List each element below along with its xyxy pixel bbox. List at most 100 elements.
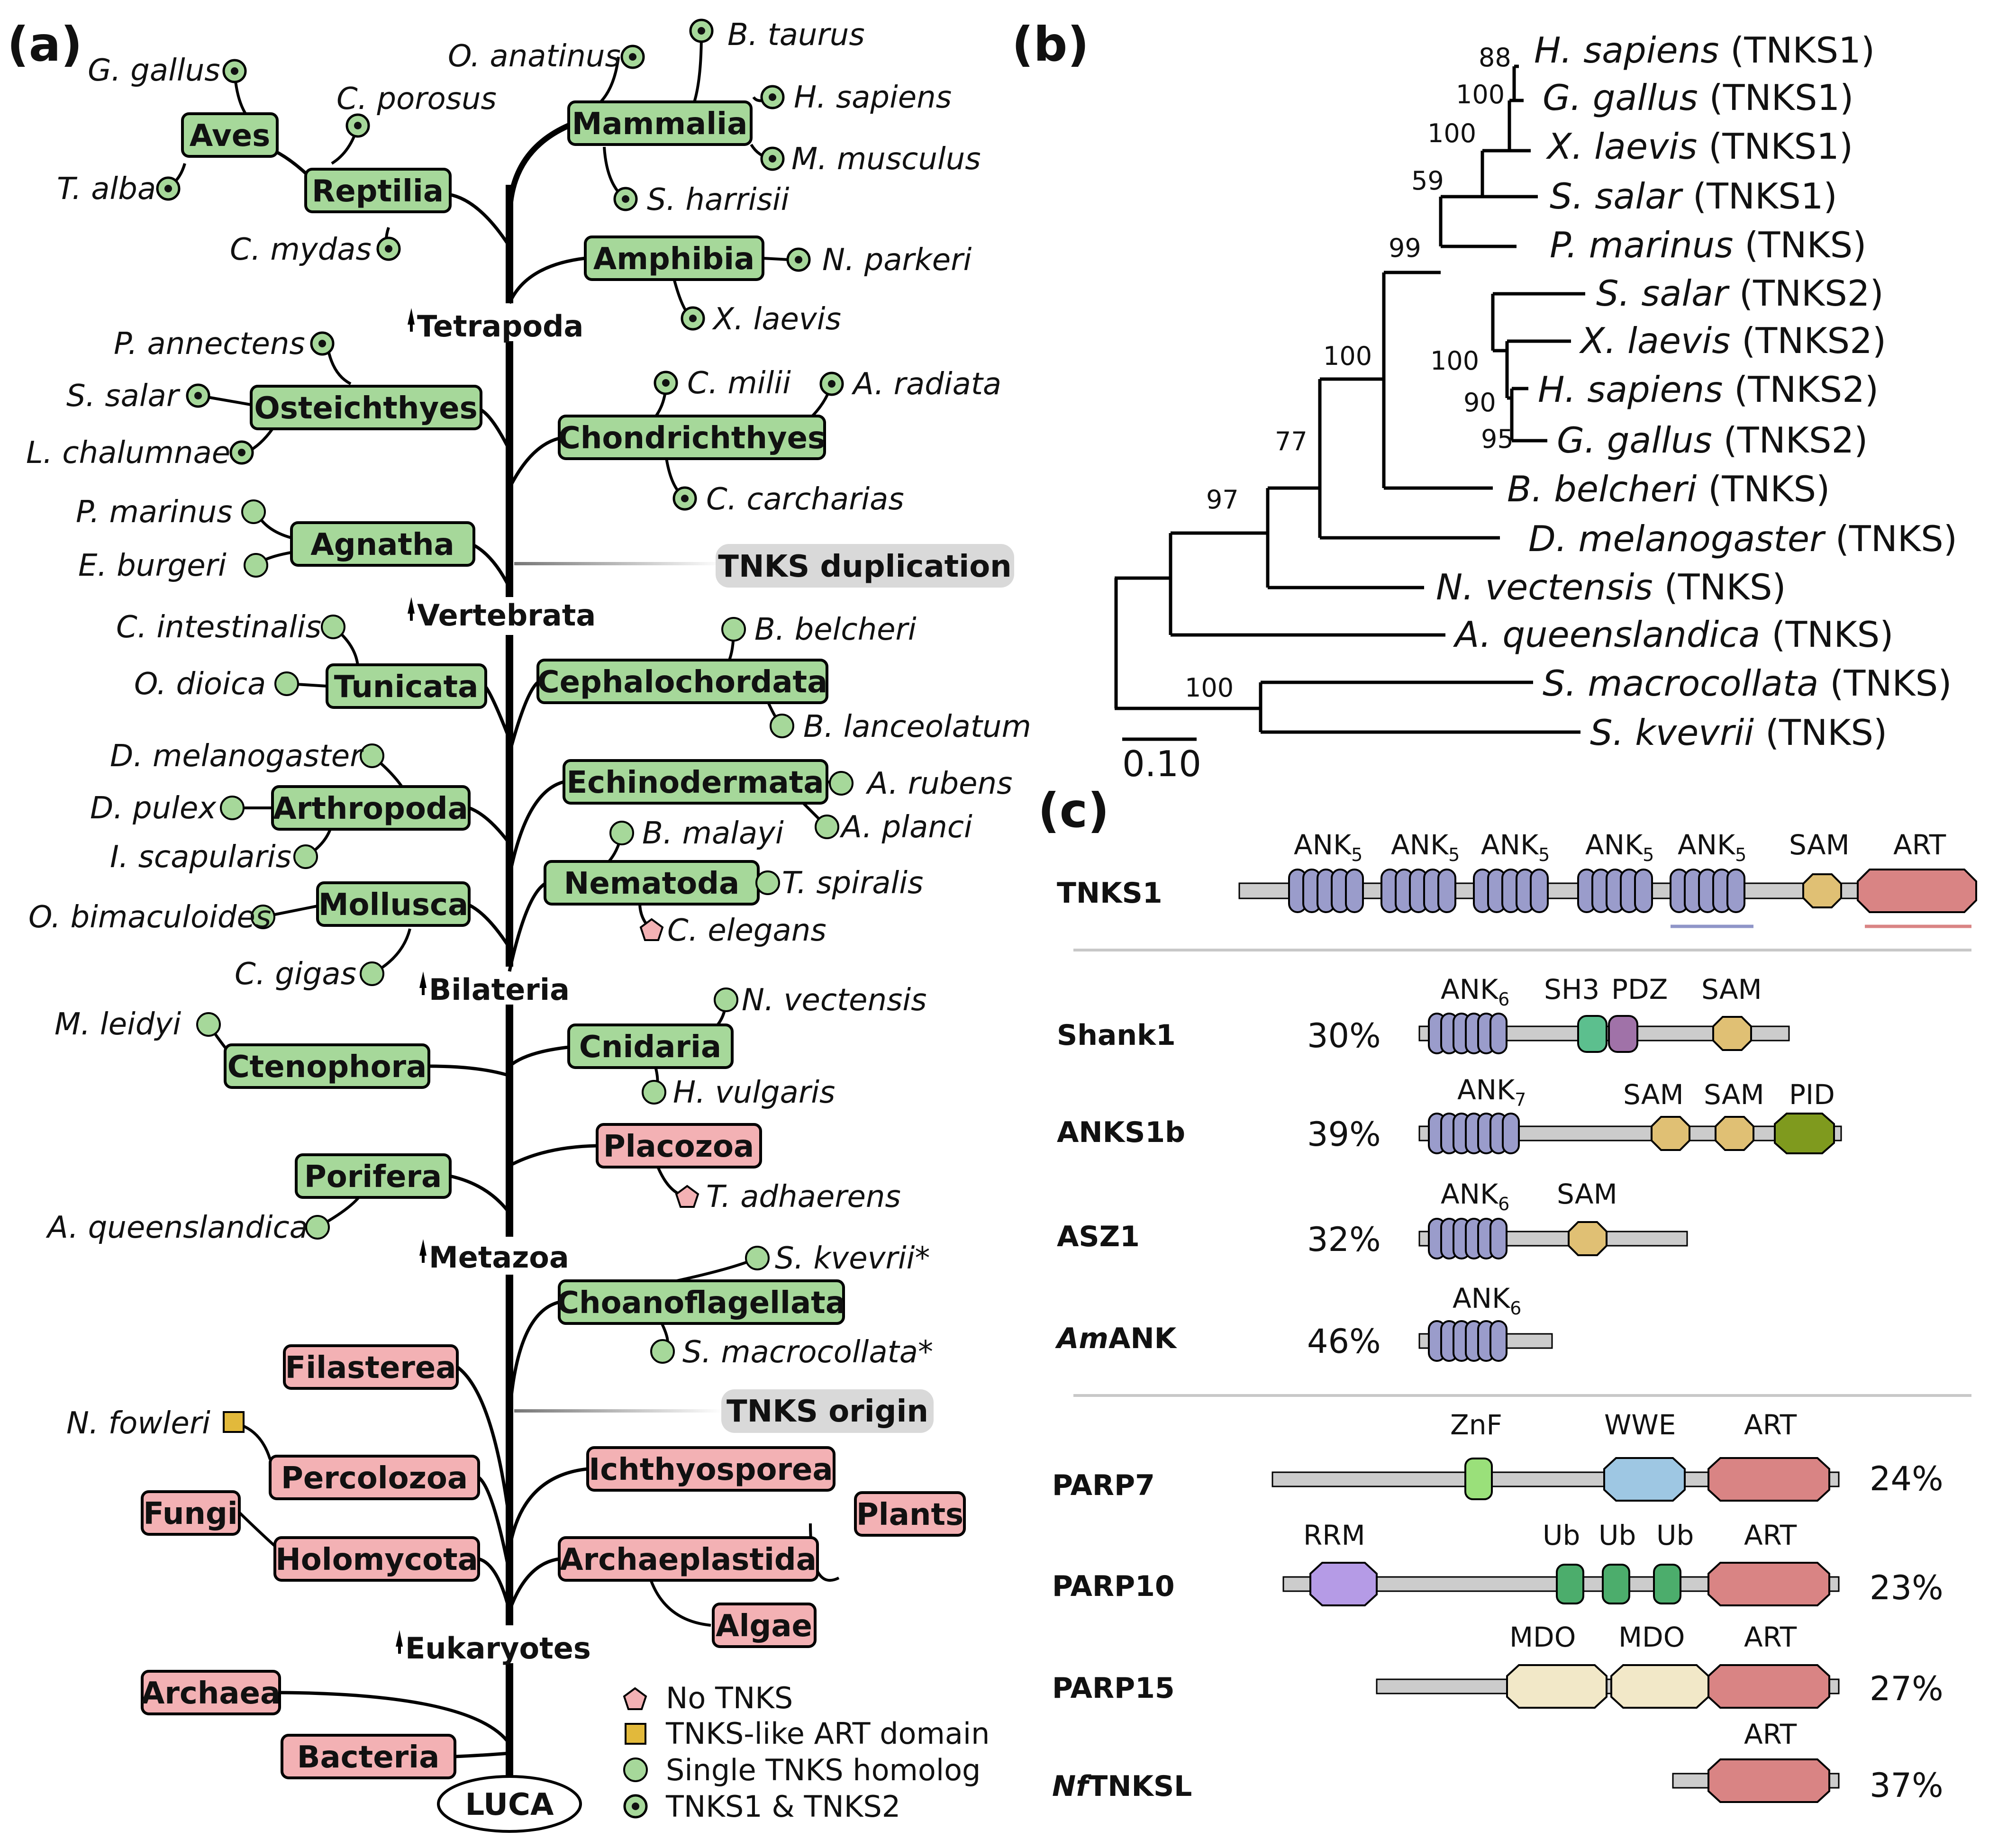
svg-text:Bacteria: Bacteria xyxy=(297,1740,440,1775)
svg-text:PARP7: PARP7 xyxy=(1052,1469,1155,1502)
svg-text:A. queenslandica (TNKS): A. queenslandica (TNKS) xyxy=(1453,614,1893,655)
bootstrap-values: 88 100 100 59 99 100 90 95 100 77 97 100… xyxy=(1122,43,1514,785)
taxon-chondrichthyes xyxy=(558,415,826,460)
svg-text:G. gallus (TNKS1): G. gallus (TNKS1) xyxy=(1543,77,1853,118)
svg-text:100: 100 xyxy=(1430,346,1479,376)
taxon-porifera xyxy=(295,1153,452,1199)
svg-text:SAM: SAM xyxy=(1623,1078,1684,1111)
taxon-algae xyxy=(712,1603,817,1648)
svg-text:Tunicata: Tunicata xyxy=(334,670,479,705)
svg-text:100: 100 xyxy=(1456,80,1505,109)
svg-text:SAM: SAM xyxy=(1789,829,1850,861)
annotation-duplication: TNKS duplication xyxy=(716,544,1014,588)
annotation-origin: TNKS origin xyxy=(721,1389,934,1433)
svg-text:D. pulex: D. pulex xyxy=(90,791,217,826)
svg-text:77: 77 xyxy=(1275,426,1308,456)
svg-text:ZnF: ZnF xyxy=(1450,1409,1502,1441)
svg-text:C. milii: C. milii xyxy=(687,366,791,401)
scale-label: 0.10 xyxy=(1122,743,1201,785)
event-metazoa: Metazoa xyxy=(429,1240,569,1275)
svg-text:O. bimaculoides: O. bimaculoides xyxy=(28,900,271,935)
taxon-filasterea xyxy=(283,1344,459,1390)
svg-text:S. kvevrii (TNKS): S. kvevrii (TNKS) xyxy=(1590,712,1887,753)
svg-text:SAM: SAM xyxy=(1557,1178,1617,1210)
svg-text:C. carcharias: C. carcharias xyxy=(706,482,904,517)
tip-labels: H. sapiens (TNKS1) G. gallus (TNKS1) X. … xyxy=(1436,29,1957,753)
svg-text:37%: 37% xyxy=(1870,1766,1944,1805)
svg-text:B. belcheri (TNKS): B. belcheri (TNKS) xyxy=(1507,468,1830,510)
taxon-plants xyxy=(854,1491,966,1537)
svg-text:RRM: RRM xyxy=(1303,1519,1365,1551)
svg-text:ANK6: ANK6 xyxy=(1453,1282,1521,1319)
svg-text:PID: PID xyxy=(1789,1078,1835,1111)
panel-a: (a) xyxy=(7,17,1031,1833)
svg-text:Ub: Ub xyxy=(1543,1519,1580,1551)
svg-text:Archaeplastida: Archaeplastida xyxy=(560,1542,817,1577)
svg-text:N. parkeri: N. parkeri xyxy=(822,243,972,278)
svg-text:Percolozoa: Percolozoa xyxy=(281,1461,468,1496)
svg-text:T. alba: T. alba xyxy=(57,172,156,207)
svg-text:H. sapiens (TNKS2): H. sapiens (TNKS2) xyxy=(1538,369,1879,410)
markers-no-tnks xyxy=(639,918,699,1208)
svg-text:TNKS1 & TNKS2: TNKS1 & TNKS2 xyxy=(665,1789,900,1824)
svg-text:Choanoflagellata: Choanoflagellata xyxy=(557,1286,846,1321)
svg-text:C. gigas: C. gigas xyxy=(235,957,356,992)
svg-text:ANK6: ANK6 xyxy=(1441,973,1509,1010)
svg-text:G. gallus: G. gallus xyxy=(88,53,220,88)
svg-text:B. lanceolatum: B. lanceolatum xyxy=(803,709,1031,744)
svg-text:X. laevis: X. laevis xyxy=(712,302,841,337)
trunk xyxy=(506,123,570,1779)
panel-b-label: (b) xyxy=(1012,17,1089,72)
event-vertebrata: Vertebrata xyxy=(417,598,596,633)
svg-text:39%: 39% xyxy=(1307,1115,1381,1154)
svg-text:100: 100 xyxy=(1427,118,1476,148)
svg-text:I. scapularis: I. scapularis xyxy=(110,840,291,875)
svg-text:ANK5: ANK5 xyxy=(1481,829,1550,865)
svg-text:MDO: MDO xyxy=(1618,1621,1685,1653)
legend-art-icon xyxy=(625,1723,646,1745)
svg-text:PARP15: PARP15 xyxy=(1052,1672,1175,1705)
svg-text:B. taurus: B. taurus xyxy=(727,18,865,53)
svg-text:S. kvevrii*: S. kvevrii* xyxy=(775,1241,930,1276)
svg-text:ANK5: ANK5 xyxy=(1585,829,1654,865)
svg-text:B. malayi: B. malayi xyxy=(642,816,784,851)
taxon-ctenophora xyxy=(224,1043,430,1089)
svg-text:ART: ART xyxy=(1744,1519,1797,1551)
svg-text:ART: ART xyxy=(1744,1718,1797,1750)
svg-text:E. burgeri: E. burgeri xyxy=(78,548,227,583)
svg-text:Single TNKS homolog: Single TNKS homolog xyxy=(666,1753,981,1787)
svg-text:ART: ART xyxy=(1744,1621,1797,1653)
identity-percents: 30% 39% 32% 46% 24% 23% 27% 37% xyxy=(1307,1016,1944,1805)
svg-text:Ctenophora: Ctenophora xyxy=(227,1050,427,1085)
events: Tetrapoda Vertebrata Bilateria Metazoa E… xyxy=(396,308,596,1666)
svg-text:88: 88 xyxy=(1479,43,1511,72)
svg-text:C. porosus: C. porosus xyxy=(336,82,497,117)
svg-text:A. radiata: A. radiata xyxy=(851,367,1001,402)
taxon-tunicata xyxy=(326,663,487,709)
svg-text:H. sapiens: H. sapiens xyxy=(794,80,952,115)
phylogram xyxy=(1114,64,1585,741)
marker-tnks-like-art xyxy=(223,1411,245,1433)
svg-text:97: 97 xyxy=(1206,485,1239,515)
svg-text:SAM: SAM xyxy=(1701,973,1762,1006)
svg-text:TNKS duplication: TNKS duplication xyxy=(718,549,1011,584)
taxon-placozoa xyxy=(596,1123,762,1169)
svg-text:NfTNKSL: NfTNKSL xyxy=(1052,1770,1192,1803)
taxon-mammalia xyxy=(567,100,753,146)
svg-text:S. harrisii: S. harrisii xyxy=(647,182,790,217)
event-eukaryotes: Eukaryotes xyxy=(405,1631,591,1666)
svg-text:T. adhaerens: T. adhaerens xyxy=(706,1179,901,1214)
svg-text:No TNKS: No TNKS xyxy=(666,1681,793,1715)
svg-text:27%: 27% xyxy=(1870,1669,1944,1708)
svg-text:LUCA: LUCA xyxy=(465,1787,554,1822)
svg-text:100: 100 xyxy=(1323,341,1372,371)
taxon-boxes xyxy=(141,100,966,1779)
panel-c: (c) TNKS1 Shank1 ANKS1b ASZ1 AmANK PARP7… xyxy=(1038,783,1977,1805)
svg-text:Porifera: Porifera xyxy=(304,1160,442,1195)
svg-text:M. musculus: M. musculus xyxy=(791,142,981,177)
svg-text:S. macrocollata*: S. macrocollata* xyxy=(682,1335,933,1370)
svg-text:Placozoa: Placozoa xyxy=(603,1129,754,1164)
taxon-archaea xyxy=(141,1670,281,1715)
svg-text:O. anatinus: O. anatinus xyxy=(448,39,621,74)
svg-text:N. fowleri: N. fowleri xyxy=(66,1406,210,1441)
